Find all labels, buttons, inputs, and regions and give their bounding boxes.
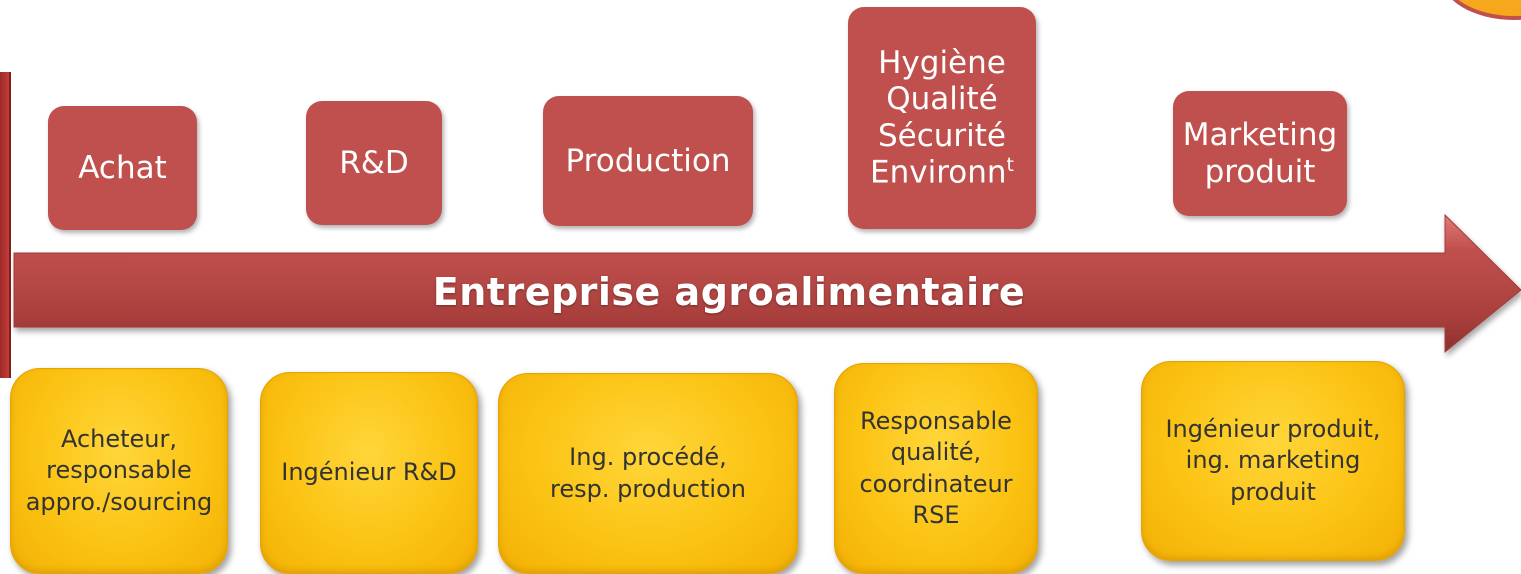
- department-hqse-label: Hygiène Qualité Sécurité Environnt: [870, 44, 1014, 191]
- department-rd: R&D: [306, 101, 442, 225]
- left-divider-bar: [0, 72, 11, 378]
- job-rd: Ingénieur R&D: [260, 372, 478, 574]
- department-production: Production: [543, 96, 753, 226]
- job-hqse: Responsable qualité, coordinateur RSE: [834, 363, 1038, 574]
- department-marketing: Marketing produit: [1173, 91, 1347, 216]
- arrow-shape: [13, 213, 1521, 354]
- department-hqse: Hygiène Qualité Sécurité Environnt: [848, 7, 1036, 229]
- job-production: Ing. procédé, resp. production: [498, 373, 798, 574]
- superscript-t: t: [1006, 154, 1014, 177]
- job-marketing: Ingénieur produit, ing. marketing produi…: [1141, 361, 1405, 561]
- job-achat: Acheteur, responsable appro./sourcing: [10, 368, 228, 574]
- arrow-label: Entreprise agroalimentaire: [432, 270, 1026, 314]
- department-achat: Achat: [48, 106, 197, 230]
